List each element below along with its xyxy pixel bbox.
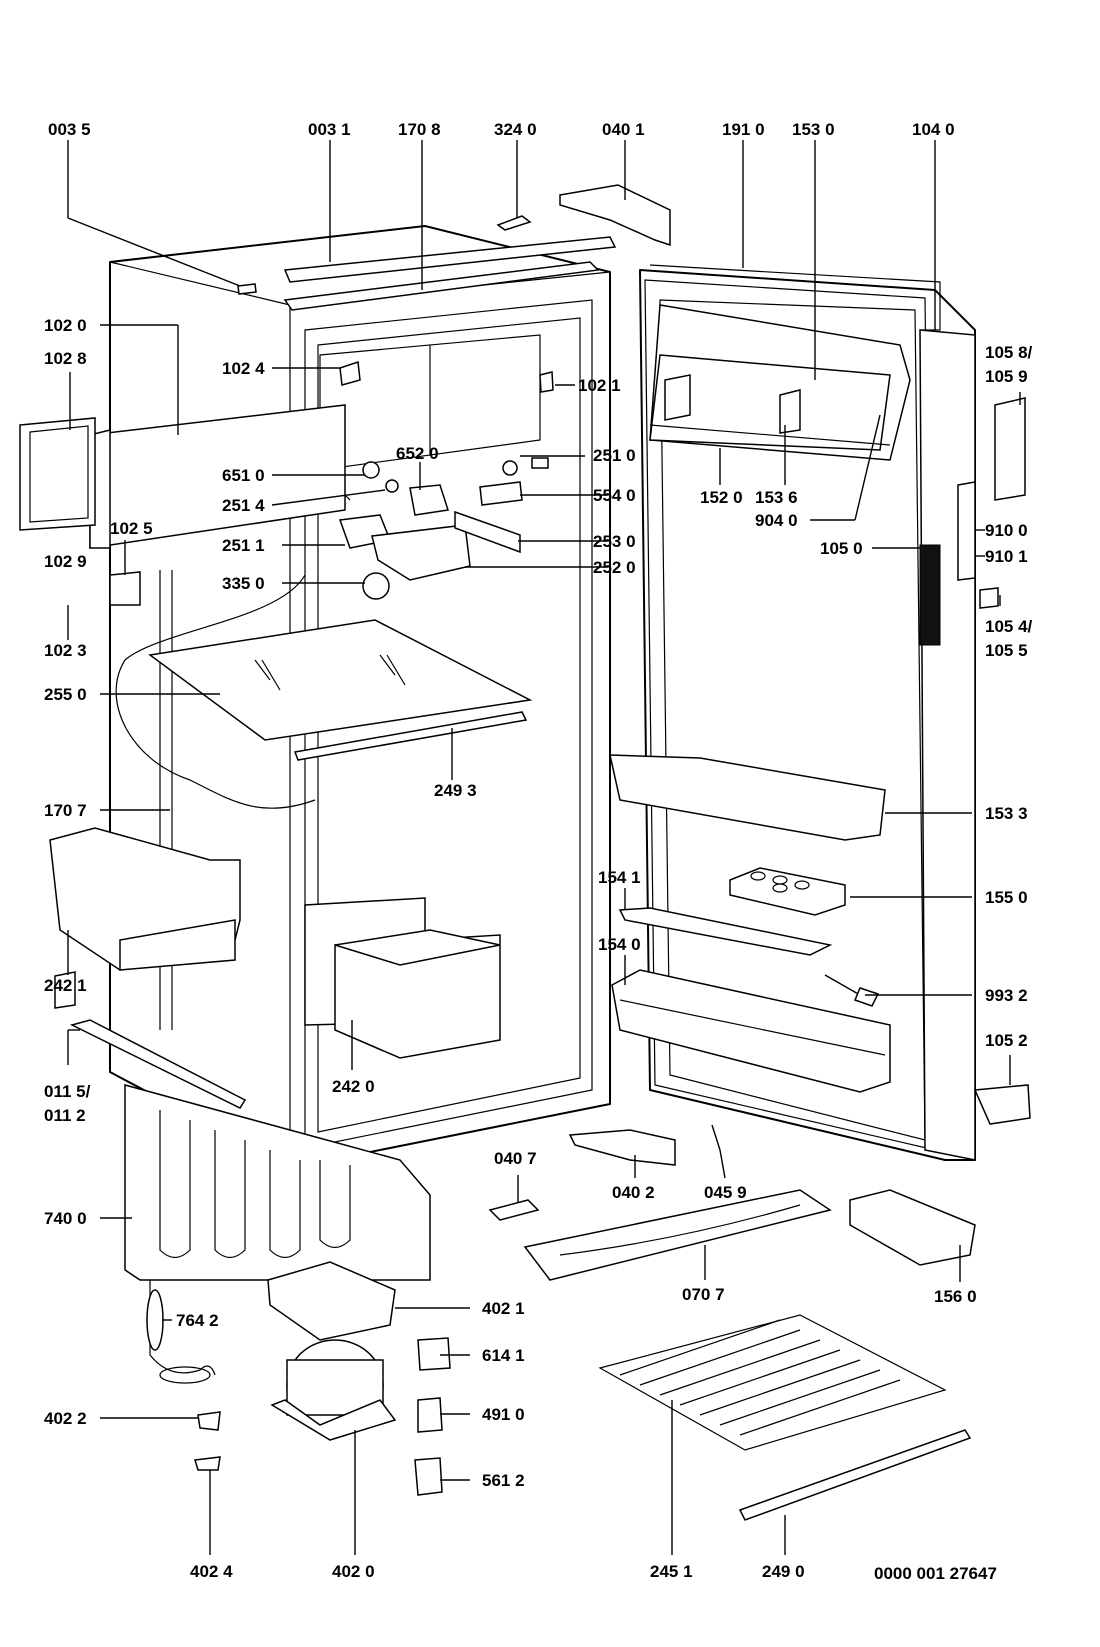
label-3240: 324 0 bbox=[494, 120, 537, 139]
label-2520: 252 0 bbox=[593, 558, 636, 577]
label-3350: 335 0 bbox=[222, 574, 265, 593]
label-1023: 102 3 bbox=[44, 641, 87, 660]
label-1029: 102 9 bbox=[44, 552, 87, 571]
label-9932: 993 2 bbox=[985, 986, 1028, 1005]
label-1055: 105 5 bbox=[985, 641, 1028, 660]
label-0459: 045 9 bbox=[704, 1183, 747, 1202]
cooling-system bbox=[124, 1084, 976, 1521]
label-4021: 402 1 bbox=[482, 1299, 525, 1318]
label-2421: 242 1 bbox=[44, 976, 87, 995]
label-5540: 554 0 bbox=[593, 486, 636, 505]
label-9040: 904 0 bbox=[755, 511, 798, 530]
label-2420: 242 0 bbox=[332, 1077, 375, 1096]
label-2530: 253 0 bbox=[593, 532, 636, 551]
label-1530: 153 0 bbox=[792, 120, 835, 139]
label-0402: 040 2 bbox=[612, 1183, 655, 1202]
label-1021: 102 1 bbox=[578, 376, 621, 395]
door bbox=[609, 264, 1031, 1161]
label-1560: 156 0 bbox=[934, 1287, 977, 1306]
label-1059: 105 9 bbox=[985, 367, 1028, 386]
label-4020: 402 0 bbox=[332, 1562, 375, 1581]
label-7642: 764 2 bbox=[176, 1311, 219, 1330]
label-4910: 491 0 bbox=[482, 1405, 525, 1424]
label-1708: 170 8 bbox=[398, 120, 441, 139]
label-1541: 154 1 bbox=[598, 868, 641, 887]
label-9100: 910 0 bbox=[985, 521, 1028, 540]
label-1707: 170 7 bbox=[44, 801, 87, 820]
label-0115: 011 5/ bbox=[44, 1082, 91, 1101]
label-5612: 561 2 bbox=[482, 1471, 525, 1490]
label-1052: 105 2 bbox=[985, 1031, 1028, 1050]
label-6520: 652 0 bbox=[396, 444, 439, 463]
label-1054: 105 4/ bbox=[985, 617, 1033, 636]
label-2451: 245 1 bbox=[650, 1562, 693, 1581]
label-1533: 153 3 bbox=[985, 804, 1028, 823]
label-0707: 070 7 bbox=[682, 1285, 725, 1304]
hinges bbox=[19, 184, 676, 1166]
label-1540: 154 0 bbox=[598, 935, 641, 954]
label-1020: 102 0 bbox=[44, 316, 87, 335]
label-1050: 105 0 bbox=[820, 539, 863, 558]
label-0112: 011 2 bbox=[44, 1106, 86, 1125]
label-1550: 155 0 bbox=[985, 888, 1028, 907]
label-2490: 249 0 bbox=[762, 1562, 805, 1581]
label-0401: 040 1 bbox=[602, 120, 645, 139]
label-9101: 910 1 bbox=[985, 547, 1028, 566]
part-labels: 003 5 003 1 170 8 324 0 040 1 191 0 153 … bbox=[44, 120, 1033, 1583]
label-4022: 402 2 bbox=[44, 1409, 87, 1428]
label-6141: 614 1 bbox=[482, 1346, 525, 1365]
document-number: 0000 001 27647 bbox=[874, 1564, 997, 1583]
label-1536: 153 6 bbox=[755, 488, 798, 507]
label-1058: 105 8/ bbox=[985, 343, 1033, 362]
label-1028: 102 8 bbox=[44, 349, 87, 368]
label-2510: 251 0 bbox=[593, 446, 636, 465]
label-1025: 102 5 bbox=[110, 519, 153, 538]
label-0031: 003 1 bbox=[308, 120, 351, 139]
label-0407: 040 7 bbox=[494, 1149, 537, 1168]
label-1024: 102 4 bbox=[222, 359, 265, 378]
cabinet bbox=[49, 215, 617, 1169]
label-0035: 003 5 bbox=[48, 120, 91, 139]
label-2493: 249 3 bbox=[434, 781, 477, 800]
label-7400: 740 0 bbox=[44, 1209, 87, 1228]
label-6510: 651 0 bbox=[222, 466, 265, 485]
label-1520: 152 0 bbox=[700, 488, 743, 507]
label-4024: 402 4 bbox=[190, 1562, 233, 1581]
label-2514: 251 4 bbox=[222, 496, 265, 515]
label-2511: 251 1 bbox=[222, 536, 265, 555]
label-1040: 104 0 bbox=[912, 120, 955, 139]
leader-lines bbox=[67, 140, 1021, 1555]
label-2550: 255 0 bbox=[44, 685, 87, 704]
label-1910: 191 0 bbox=[722, 120, 765, 139]
